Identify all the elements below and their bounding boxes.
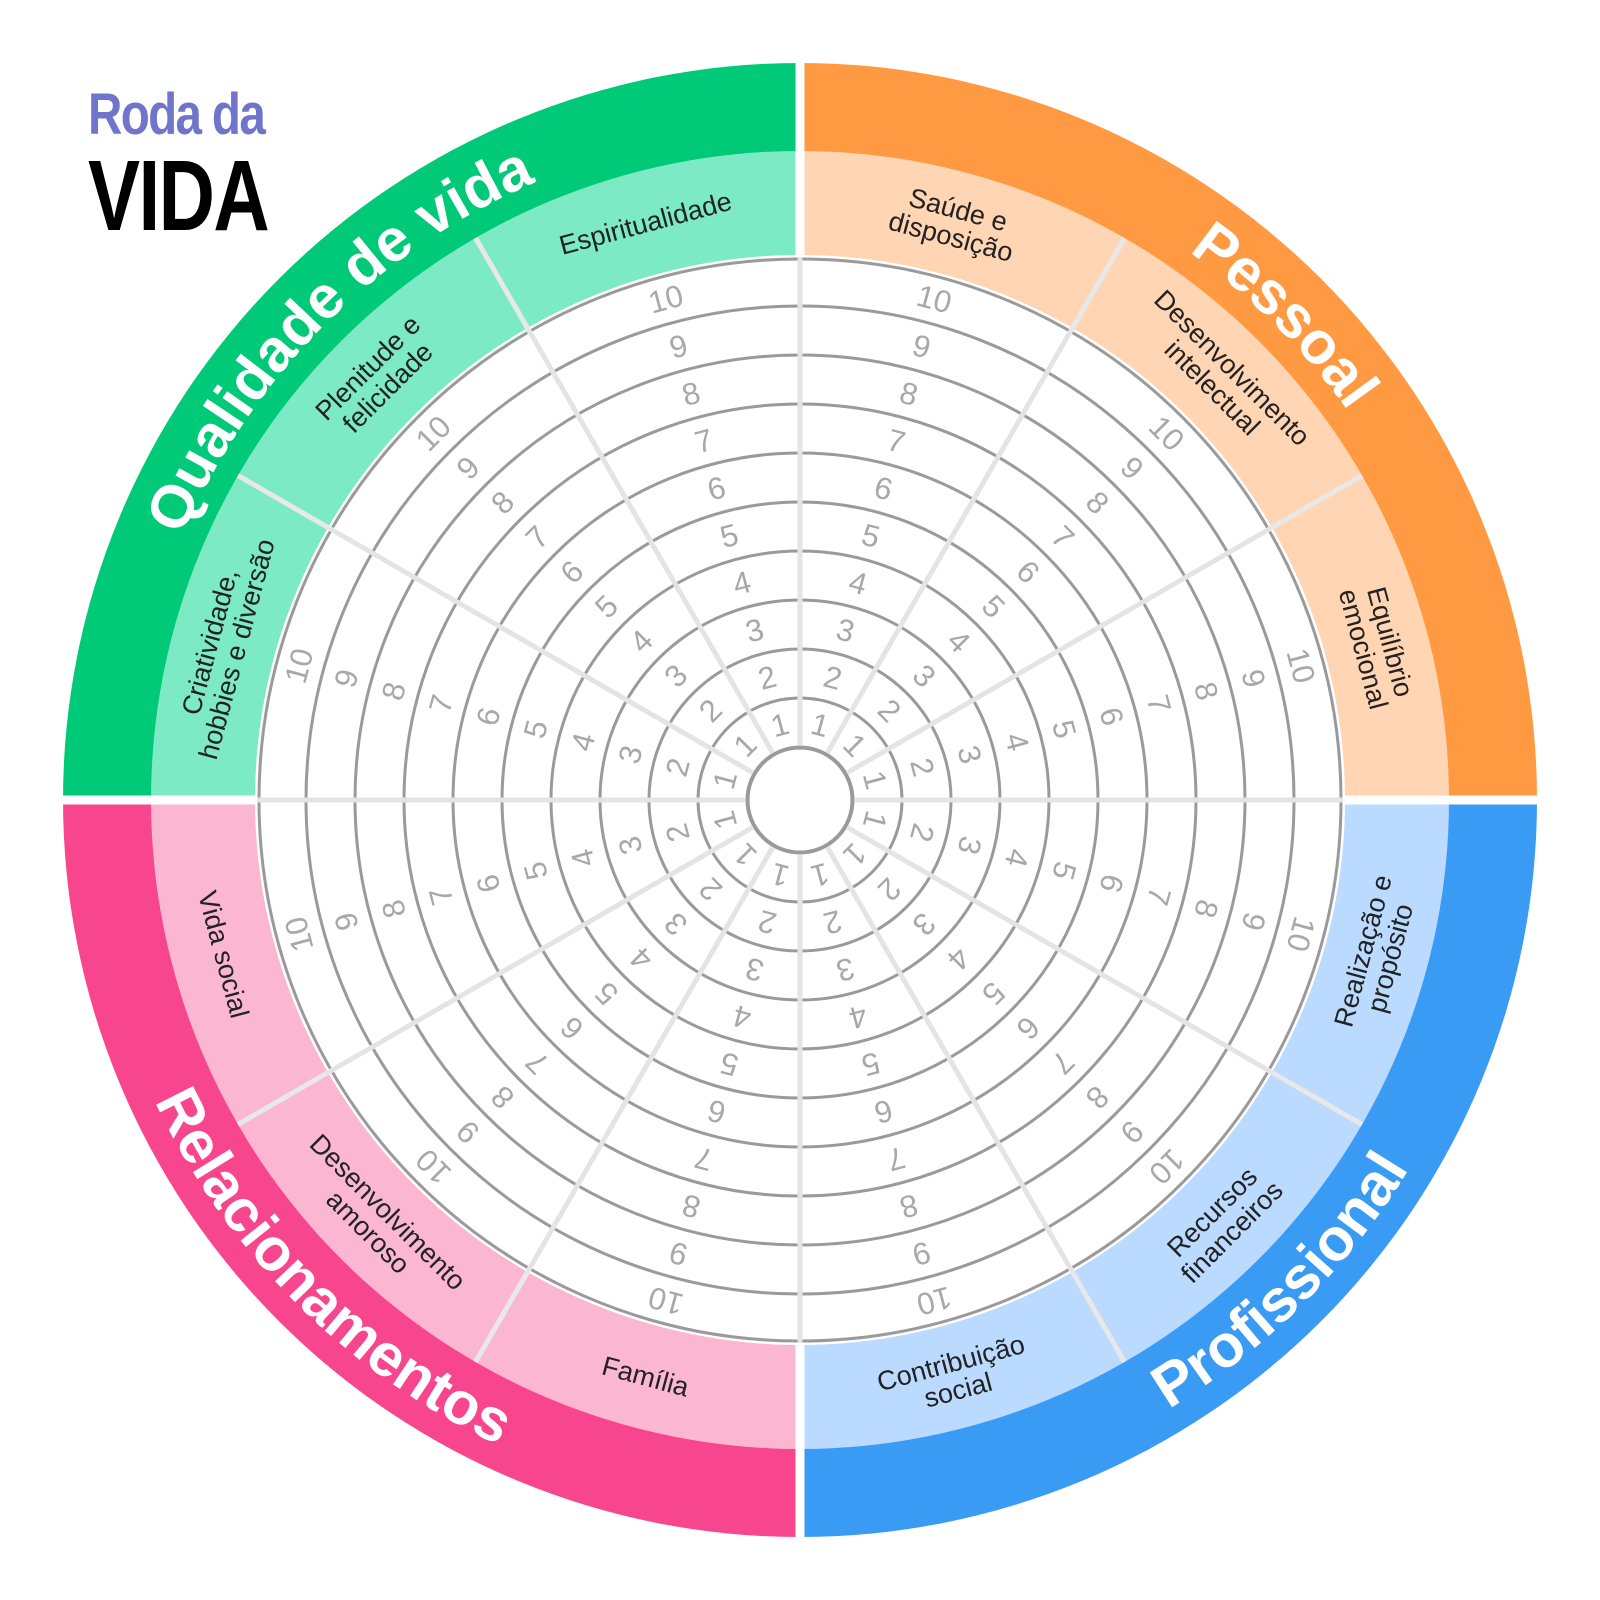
title-line1: Roda da — [88, 82, 266, 147]
segment-divider — [846, 825, 1272, 1074]
segment-divider — [328, 825, 754, 1074]
segment-divider — [846, 526, 1272, 775]
segment-divider — [1069, 236, 1127, 331]
segment-divider — [1069, 1269, 1127, 1364]
title-line2: VIDA — [88, 140, 270, 252]
segment-divider — [1269, 1069, 1364, 1127]
segment-divider — [526, 328, 775, 754]
segment-divider — [1269, 473, 1364, 531]
segment-dividers — [58, 58, 1542, 1542]
center-circle — [746, 746, 854, 854]
category-sectors — [63, 63, 1537, 1537]
title: Roda da VIDA — [88, 82, 319, 252]
segment-divider — [825, 846, 1074, 1272]
segment-divider — [328, 526, 754, 775]
segment-divider — [526, 846, 775, 1272]
segment-divider — [236, 473, 331, 531]
segment-divider — [473, 1269, 531, 1364]
segment-divider — [473, 236, 531, 331]
segment-divider — [236, 1069, 331, 1127]
segment-divider — [825, 328, 1074, 754]
